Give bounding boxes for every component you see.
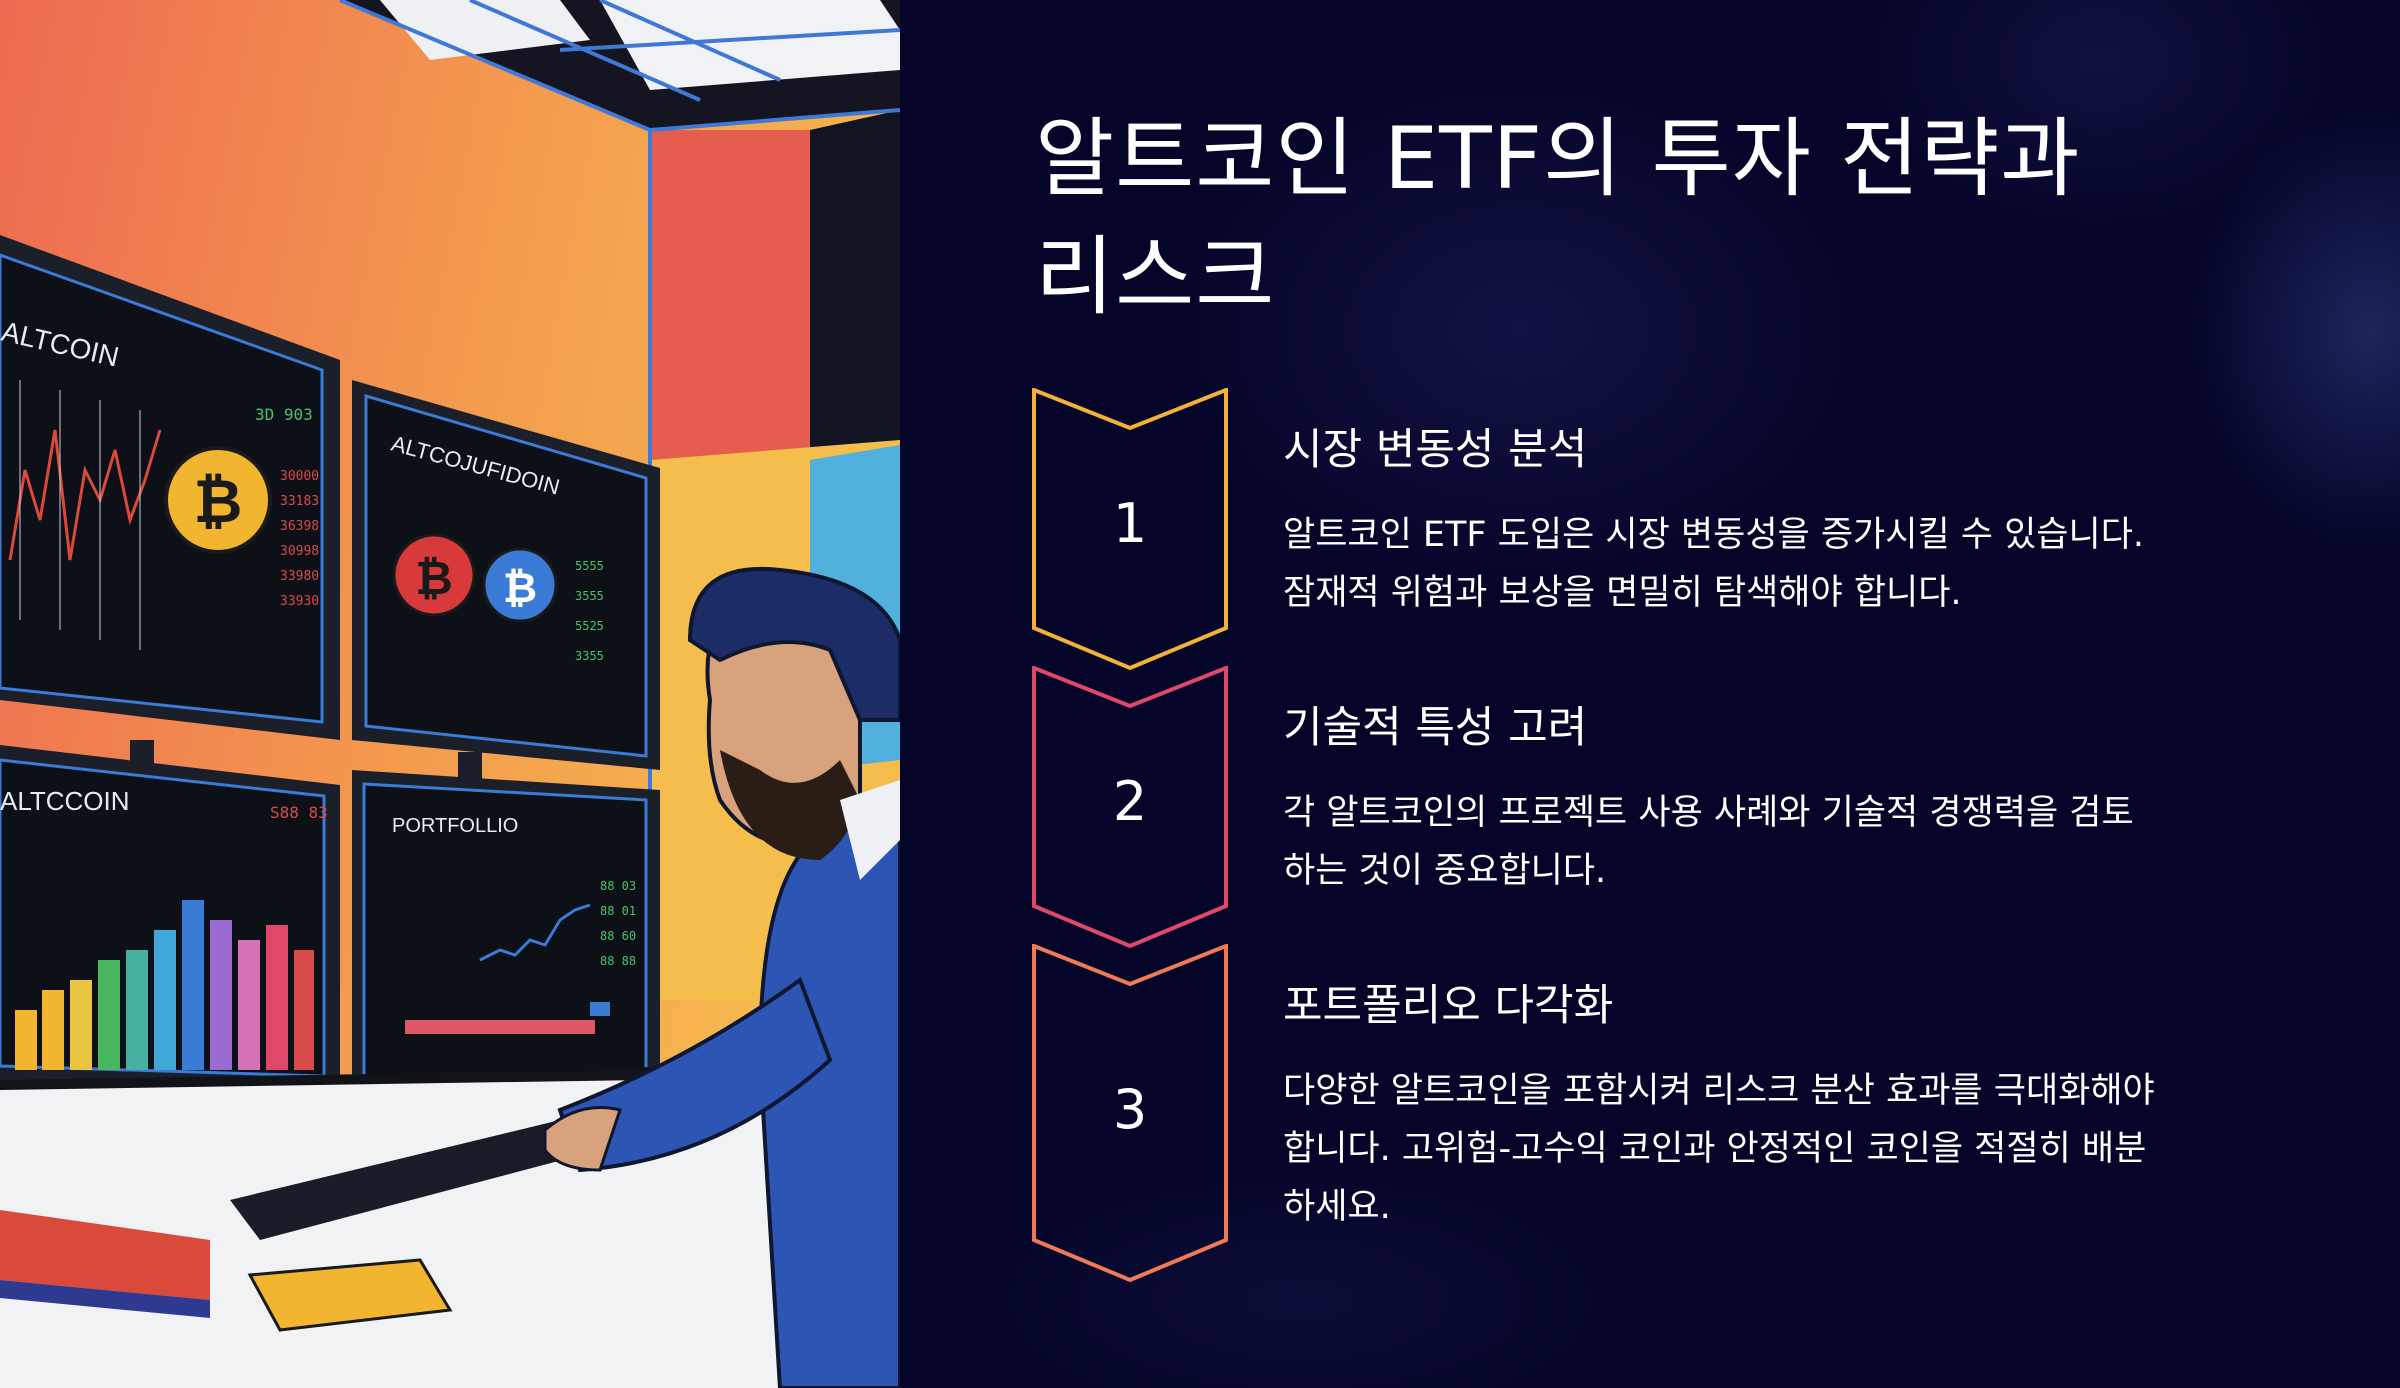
svg-text:3355: 3355 xyxy=(575,649,604,663)
svg-text:33183: 33183 xyxy=(280,494,319,509)
svg-text:₿: ₿ xyxy=(503,563,537,612)
step-3-body: 다양한 알트코인을 포함시켜 리스크 분산 효과를 극대화해야 합니다. 고위험… xyxy=(1283,1071,2155,1227)
step-1-body: 알트코인 ETF 도입은 시장 변동성을 증가시킬 수 있습니다. 잠재적 위험… xyxy=(1283,515,2145,613)
svg-text:₿: ₿ xyxy=(194,467,243,537)
svg-text:88 01: 88 01 xyxy=(600,904,636,918)
svg-text:3D 903: 3D 903 xyxy=(255,405,313,424)
svg-text:3555: 3555 xyxy=(575,589,604,603)
step-1-chevron: 1 xyxy=(1030,388,1230,672)
step-3-chevron: 3 xyxy=(1030,944,1230,1284)
svg-text:88 88: 88 88 xyxy=(600,954,636,968)
page-title: 알트코인 ETF의 투자 전략과 리스크 xyxy=(1035,109,2081,327)
svg-text:88 60: 88 60 xyxy=(600,929,636,943)
svg-text:30000: 30000 xyxy=(280,469,319,484)
step-2-number: 2 xyxy=(1112,770,1148,833)
screen-label-altccoin: ALTCCOIN xyxy=(0,786,130,816)
step-2-chevron: 2 xyxy=(1030,666,1230,950)
svg-text:88 03: 88 03 xyxy=(600,879,636,893)
svg-text:S88 83: S88 83 xyxy=(270,803,328,822)
svg-text:33930: 33930 xyxy=(280,594,319,609)
svg-text:5555: 5555 xyxy=(575,559,604,573)
svg-text:33980: 33980 xyxy=(280,569,319,584)
svg-text:5525: 5525 xyxy=(575,619,604,633)
svg-text:30998: 30998 xyxy=(280,544,319,559)
step-1-number: 1 xyxy=(1112,492,1148,555)
step-2-heading: 기술적 특성 고려 xyxy=(1283,703,1588,753)
step-3-heading: 포트폴리오 다각화 xyxy=(1283,981,1614,1031)
svg-text:₿: ₿ xyxy=(415,551,453,605)
screen-label-portfollio: PORTFOLLIO xyxy=(392,815,518,837)
content-panel: 알트코인 ETF의 투자 전략과 리스크 1 시장 변동성 분석 알트코인 ET… xyxy=(900,0,2400,1388)
svg-text:36398: 36398 xyxy=(280,519,319,534)
step-2-body: 각 알트코인의 프로젝트 사용 사례와 기술적 경쟁력을 검토하는 것이 중요합… xyxy=(1283,793,2134,891)
step-3-number: 3 xyxy=(1112,1078,1148,1141)
step-1-heading: 시장 변동성 분석 xyxy=(1283,425,1588,475)
